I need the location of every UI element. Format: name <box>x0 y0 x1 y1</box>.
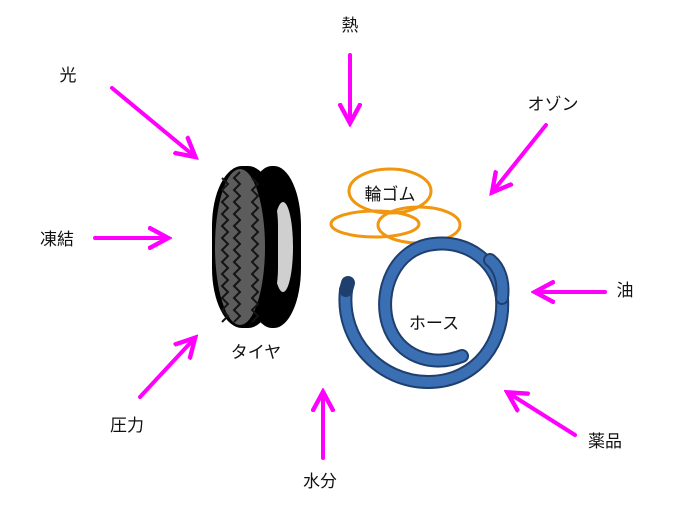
rubber-band-illustration <box>329 167 462 245</box>
tire-rim <box>273 202 293 292</box>
arrow-chemicals <box>510 394 577 437</box>
tire-illustration <box>212 166 301 328</box>
hose-end-loop-fill <box>485 255 508 303</box>
label-pressure: 圧力 <box>110 416 144 436</box>
label-chemicals: 薬品 <box>588 432 622 452</box>
labels: 熱 光 オゾン 凍結 油 圧力 水分 薬品 タイヤ 輪ゴム ホース <box>40 16 634 492</box>
tire-tread-face <box>215 169 265 325</box>
label-heat: 熱 <box>342 16 359 36</box>
label-water: 水分 <box>303 472 337 492</box>
label-freezing: 凍結 <box>40 230 74 250</box>
label-tire: タイヤ <box>231 343 282 363</box>
hose-illustration <box>338 236 510 390</box>
rubber-band-left <box>329 209 421 239</box>
arrows <box>93 53 607 460</box>
label-ozone: オゾン <box>528 95 579 115</box>
tread-pattern <box>220 171 260 323</box>
arrow-ozone <box>494 123 548 190</box>
label-hose: ホース <box>409 314 459 334</box>
label-oil: 油 <box>617 281 634 301</box>
arrow-pressure <box>138 340 193 399</box>
hose-tail-outline <box>339 276 355 297</box>
label-light: 光 <box>60 66 77 86</box>
label-rubber-band: 輪ゴム <box>365 184 416 205</box>
arrow-light <box>110 86 193 155</box>
